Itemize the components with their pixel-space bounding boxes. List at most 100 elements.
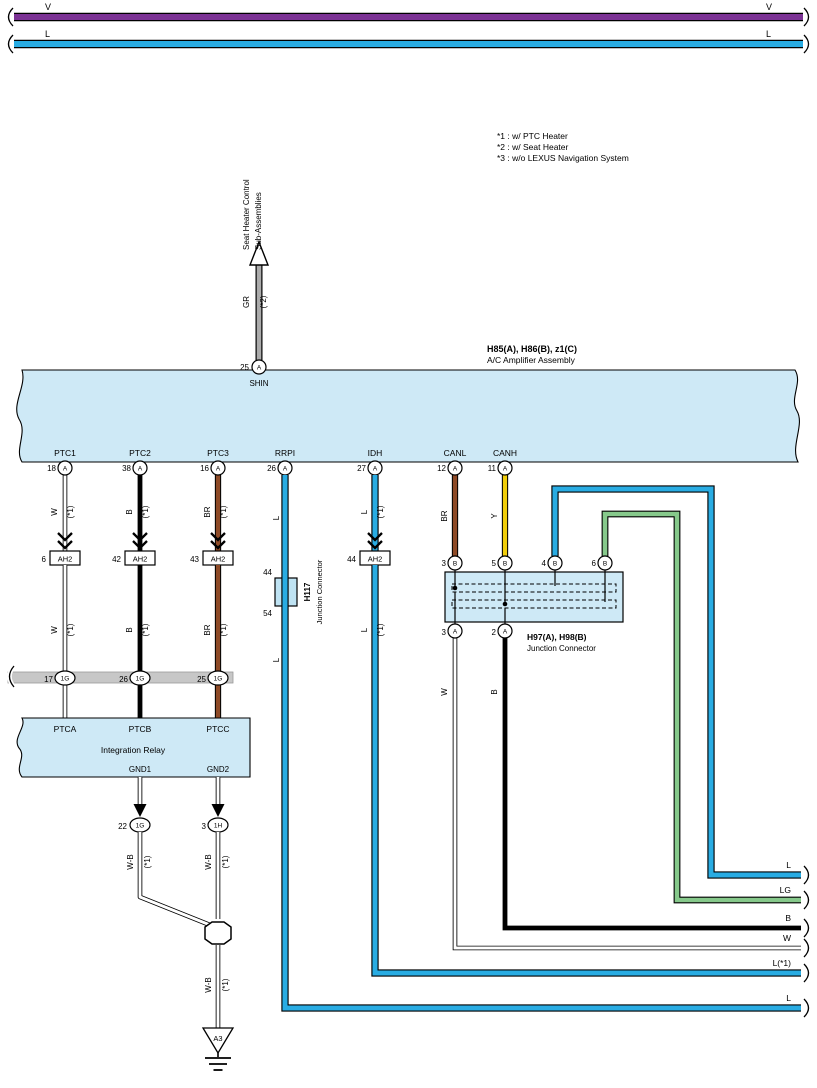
terminal-id: A <box>216 465 221 472</box>
junction-box <box>444 571 624 623</box>
connector-number: 54 <box>263 609 272 618</box>
component-code: H85(A), H86(B), z1(C) <box>487 344 577 354</box>
wire-color-label: B <box>490 689 499 694</box>
arrow-down-icon <box>133 804 147 817</box>
terminal-circle <box>132 460 148 476</box>
pin-name: CANH <box>493 448 517 458</box>
connector-number: 44 <box>263 568 272 577</box>
ptc2-branch: B (*1) 42 AH2 B (*1) <box>112 505 156 671</box>
connector-code: AH2 <box>133 555 148 564</box>
ground-point-id: A3 <box>213 1034 222 1043</box>
note-line: *3 : w/o LEXUS Navigation System <box>497 153 629 163</box>
bus-label: L <box>766 29 771 39</box>
connector-arrow-icon <box>367 532 383 542</box>
wire-color-label: W <box>50 508 59 516</box>
connector-number: 42 <box>112 555 121 564</box>
wire-color-label: L <box>272 657 281 662</box>
wire-note-label: (*1) <box>141 505 150 518</box>
connector-number: 43 <box>190 555 199 564</box>
wire-note-label: (*1) <box>219 623 228 636</box>
seat-heater-branch: Seat Heater Control Sub-Assemblies GR (*… <box>240 179 270 388</box>
bus-label: V <box>766 2 772 12</box>
wire-color-label: L <box>360 509 369 514</box>
pin-number: 5 <box>492 559 497 568</box>
ig-connector-row: 17 1G 26 1G 25 1G <box>7 664 234 719</box>
canh-out-wire-b <box>502 638 801 931</box>
idh-branch: L (*1) 44 AH2 L (*1) <box>347 475 801 977</box>
pin-name: CANL <box>444 448 467 458</box>
canh-out-wire-lg <box>601 510 801 904</box>
wire-note-label: (*1) <box>219 505 228 518</box>
rrpi-wire <box>281 475 801 1012</box>
offpage-arrow-icon <box>248 240 270 266</box>
pin-number: 2 <box>492 628 497 637</box>
terminal-id: A <box>453 465 458 472</box>
terminal-id: A <box>503 628 508 635</box>
wire-note-label: (*1) <box>221 978 230 991</box>
connector-number: 6 <box>42 555 47 564</box>
note-line: *1 : w/ PTC Heater <box>497 131 568 141</box>
wire-note-label: (*1) <box>143 855 152 868</box>
junction-dot <box>452 585 458 591</box>
terminal-circle <box>210 460 226 476</box>
terminal-id: 1G <box>136 675 145 682</box>
pin-name: GND1 <box>129 765 152 774</box>
terminal-id: B <box>603 560 607 567</box>
terminal-id: A <box>283 465 288 472</box>
terminal-id: A <box>257 364 262 371</box>
component-name: Integration Relay <box>101 745 166 755</box>
pin-number: 17 <box>44 675 53 684</box>
exit-wire-label: B <box>785 913 791 923</box>
pin-number: 26 <box>119 675 128 684</box>
amplifier-pins: PTC1 PTC2 PTC3 RRPI IDH CANL CANH 18 A 3… <box>47 448 517 556</box>
ground-branch: W-B (*1) W-B (*1) W-B (*1) A3 <box>126 832 235 1071</box>
terminal-id: 1G <box>136 822 145 829</box>
connector-arrow-icon <box>367 540 383 550</box>
wire-color-label: BR <box>203 506 212 517</box>
wire-color-label: B <box>125 509 134 514</box>
wire-color-label: W <box>50 626 59 634</box>
terminal-id: A <box>63 465 68 472</box>
junction-dot <box>502 601 508 607</box>
splice-point <box>204 921 232 945</box>
terminal-id: A <box>138 465 143 472</box>
wire-color-label: L <box>360 627 369 632</box>
pin-number: 3 <box>442 628 447 637</box>
idh-wire-lower <box>371 565 801 977</box>
junction-connector-h97: 3 B 5 B 4 B 6 B 3 A 2 A H97(A), H98(B) J… <box>440 485 801 951</box>
terminal-circle <box>447 460 463 476</box>
pin-name: IDH <box>368 448 383 458</box>
note-line: *2 : w/ Seat Heater <box>497 142 569 152</box>
terminal-circle <box>447 623 463 639</box>
canl-out-wire-l <box>551 485 801 879</box>
terminal-circle <box>207 670 229 686</box>
pin-number: 27 <box>357 464 366 473</box>
bus-bar <box>451 583 617 593</box>
terminal-id: 1G <box>214 675 223 682</box>
ground-symbol: A3 <box>201 1027 235 1071</box>
pin-number: 16 <box>200 464 209 473</box>
bus-bar <box>451 599 617 609</box>
pin-number: 25 <box>197 675 206 684</box>
pin-number: 3 <box>442 559 447 568</box>
wire-color-label: W-B <box>204 854 213 869</box>
connector-name: Junction Connector <box>315 559 324 624</box>
canl-out-wire-w <box>452 638 801 951</box>
exit-wire-label: LG <box>780 885 791 895</box>
pin-number: 4 <box>542 559 547 568</box>
terminal-id: B <box>553 560 557 567</box>
bus-label: V <box>45 2 51 12</box>
connector-arrow-icon <box>210 540 226 550</box>
connector-arrow-icon <box>132 540 148 550</box>
terminal-circle <box>597 555 613 571</box>
connector-arrow-icon <box>57 540 73 550</box>
exit-wire-label: W <box>783 933 791 943</box>
pin-number: 11 <box>488 464 497 473</box>
bus-label: L <box>45 29 50 39</box>
pin-name: SHIN <box>249 379 268 388</box>
connector-code: AH2 <box>211 555 226 564</box>
wire-color-label: BR <box>203 624 212 635</box>
gnd1-lead <box>133 777 147 817</box>
terminal-circle <box>54 670 76 686</box>
